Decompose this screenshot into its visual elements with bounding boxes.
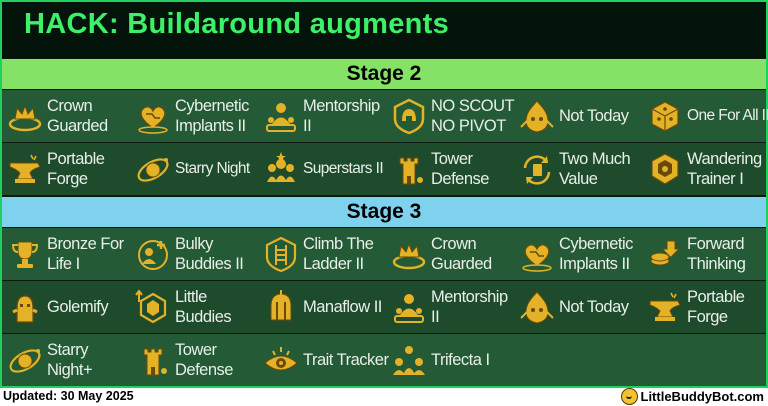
trifecta-icon xyxy=(389,341,429,379)
spirit-icon xyxy=(517,288,557,326)
augment-item[interactable]: Superstars II xyxy=(258,143,385,195)
augments-panel: HACK: Buildaround augments Stage 2 Crown… xyxy=(0,0,768,388)
ladder-icon xyxy=(261,235,301,273)
tower-icon xyxy=(389,150,429,188)
augment-name: Not Today xyxy=(559,107,629,125)
helmet-shield-icon xyxy=(389,97,429,135)
augment-name: Starry Night xyxy=(175,160,250,177)
augment-item[interactable]: Trifecta I xyxy=(386,334,513,386)
cube-icon xyxy=(645,97,685,135)
trophy-icon xyxy=(5,235,45,273)
augment-item[interactable]: Starry Night xyxy=(130,143,257,195)
cyber-heart-icon xyxy=(517,235,557,273)
site-credit[interactable]: LittleBuddyBot.com xyxy=(620,388,765,405)
coins-icon xyxy=(645,235,685,273)
crown-icon xyxy=(389,235,429,273)
title-bar: HACK: Buildaround augments xyxy=(2,2,766,58)
golem-icon xyxy=(5,288,45,326)
augment-item[interactable]: Not Today xyxy=(514,281,641,333)
augment-name: Superstars II xyxy=(303,160,384,177)
stage-2-header: Stage 2 xyxy=(2,59,766,89)
augment-name: Trifecta I xyxy=(431,351,490,369)
cycle-icon xyxy=(517,150,557,188)
anvil-icon xyxy=(5,150,45,188)
cyber-heart-icon xyxy=(133,97,173,135)
stage-3-header: Stage 3 xyxy=(2,197,766,227)
site-name: LittleBuddyBot.com xyxy=(640,389,765,404)
tracker-icon xyxy=(261,341,301,379)
augment-item[interactable]: Not Today xyxy=(514,90,641,142)
orbit-icon xyxy=(5,341,45,379)
manaflow-icon xyxy=(261,288,301,326)
updated-date: Updated: 30 May 2025 xyxy=(3,389,134,403)
orbit-icon xyxy=(133,150,173,188)
augment-item[interactable]: One For All II xyxy=(642,90,768,142)
augment-item[interactable]: Manaflow II xyxy=(258,281,385,333)
augment-name: Trait Tracker xyxy=(303,351,389,369)
mentorship-icon xyxy=(389,288,429,326)
crown-icon xyxy=(5,97,45,135)
tower-icon xyxy=(133,341,173,379)
buddies-icon xyxy=(133,235,173,273)
augment-name: Golemify xyxy=(47,298,109,316)
hex-badge-icon xyxy=(645,150,685,188)
augment-item[interactable]: Trait Tracker xyxy=(258,334,389,386)
augment-item[interactable]: Golemify xyxy=(2,281,129,333)
anvil-icon xyxy=(645,288,685,326)
mentorship-icon xyxy=(261,97,301,135)
spirit-icon xyxy=(517,97,557,135)
augment-name: Manaflow II xyxy=(303,298,382,316)
augment-name: Not Today xyxy=(559,298,629,316)
page-title: HACK: Buildaround augments xyxy=(24,8,450,40)
hex-arrow-icon xyxy=(133,288,173,326)
superstars-icon xyxy=(261,150,301,188)
buddy-logo-icon xyxy=(620,388,638,405)
augment-name: One For All II xyxy=(687,107,768,124)
